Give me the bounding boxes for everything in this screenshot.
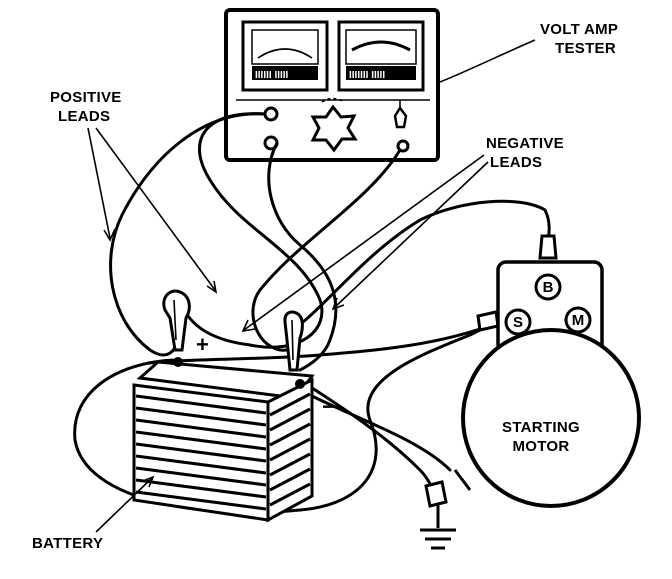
- battery-negative-sign: −: [322, 394, 335, 419]
- terminal-m: [564, 306, 592, 334]
- positive-leader-1: [87, 127, 111, 239]
- svg-text:IIIIIII IIIII: IIIIIII IIIII: [349, 70, 385, 81]
- ammeter: IIIIIII IIIII: [337, 20, 425, 92]
- battery-label: BATTERY: [32, 535, 103, 552]
- battery-positive-post: [173, 357, 183, 367]
- volt-amp-tester: IIIIII IIIII IIIIIII IIIII: [224, 8, 440, 162]
- battery-positive-sign: +: [196, 332, 209, 357]
- test-leads: [73, 112, 551, 514]
- battery-leader: [95, 477, 153, 533]
- positive-clamp: [162, 289, 191, 352]
- starting-motor: B S M STARTING MOTOR: [453, 260, 641, 508]
- terminal-s-label: S: [513, 314, 523, 331]
- lead-to-b-terminal: [301, 199, 551, 324]
- positive-leads-label-line2: LEADS: [58, 108, 110, 125]
- star-knob-icon: [310, 97, 358, 153]
- battery-ground-strap: [308, 393, 452, 472]
- battery-cell-stripes: [135, 394, 267, 511]
- terminal-b-label: B: [543, 279, 554, 296]
- negative-leads-label-line2: LEADS: [490, 154, 542, 171]
- volt-amp-leader: [439, 39, 536, 83]
- battery: + −: [132, 332, 335, 523]
- volt-amp-label-line1: VOLT AMP: [540, 21, 618, 38]
- terminal-s: [504, 308, 532, 336]
- clamps: [162, 234, 558, 508]
- ground-symbol-icon: [420, 505, 456, 550]
- svg-text:IIIIII IIIII: IIIIII IIIII: [255, 70, 289, 81]
- battery-side-stripes: [269, 392, 311, 507]
- terminal-m-label: M: [572, 312, 585, 329]
- negative-leader-1: [243, 154, 485, 331]
- volt-amp-label-line2: TESTER: [555, 40, 616, 57]
- b-terminal-connector: [538, 234, 558, 260]
- positive-leader-2: [95, 127, 216, 291]
- negative-leads-label-line1: NEGATIVE: [486, 135, 564, 152]
- ground-connector: [424, 480, 448, 508]
- battery-negative-post: [295, 379, 305, 389]
- battery-to-s-cable: [73, 320, 499, 514]
- motor-body: [461, 328, 641, 508]
- negative-post: [396, 139, 410, 153]
- s-terminal-connector: [476, 310, 500, 332]
- annotations: VOLT AMP TESTER POSITIVE LEADS NEGATIVE …: [32, 21, 618, 552]
- starting-motor-label-line1: STARTING: [502, 419, 580, 436]
- starting-motor-label-line2: MOTOR: [512, 438, 569, 455]
- positive-lead-outer: [109, 112, 267, 357]
- positive-post-upper: [263, 106, 279, 122]
- positive-lead-crossing: [180, 112, 324, 349]
- positive-leads-label-line1: POSITIVE: [50, 89, 122, 106]
- terminal-b: [534, 273, 562, 301]
- voltmeter: IIIIII IIIII: [241, 20, 329, 92]
- selector-switch-icon: [393, 100, 408, 129]
- negative-clamp: [283, 310, 304, 372]
- battery-cross-cable: [146, 321, 499, 365]
- negative-leader-2: [333, 161, 489, 309]
- negative-lead-b: [267, 141, 338, 372]
